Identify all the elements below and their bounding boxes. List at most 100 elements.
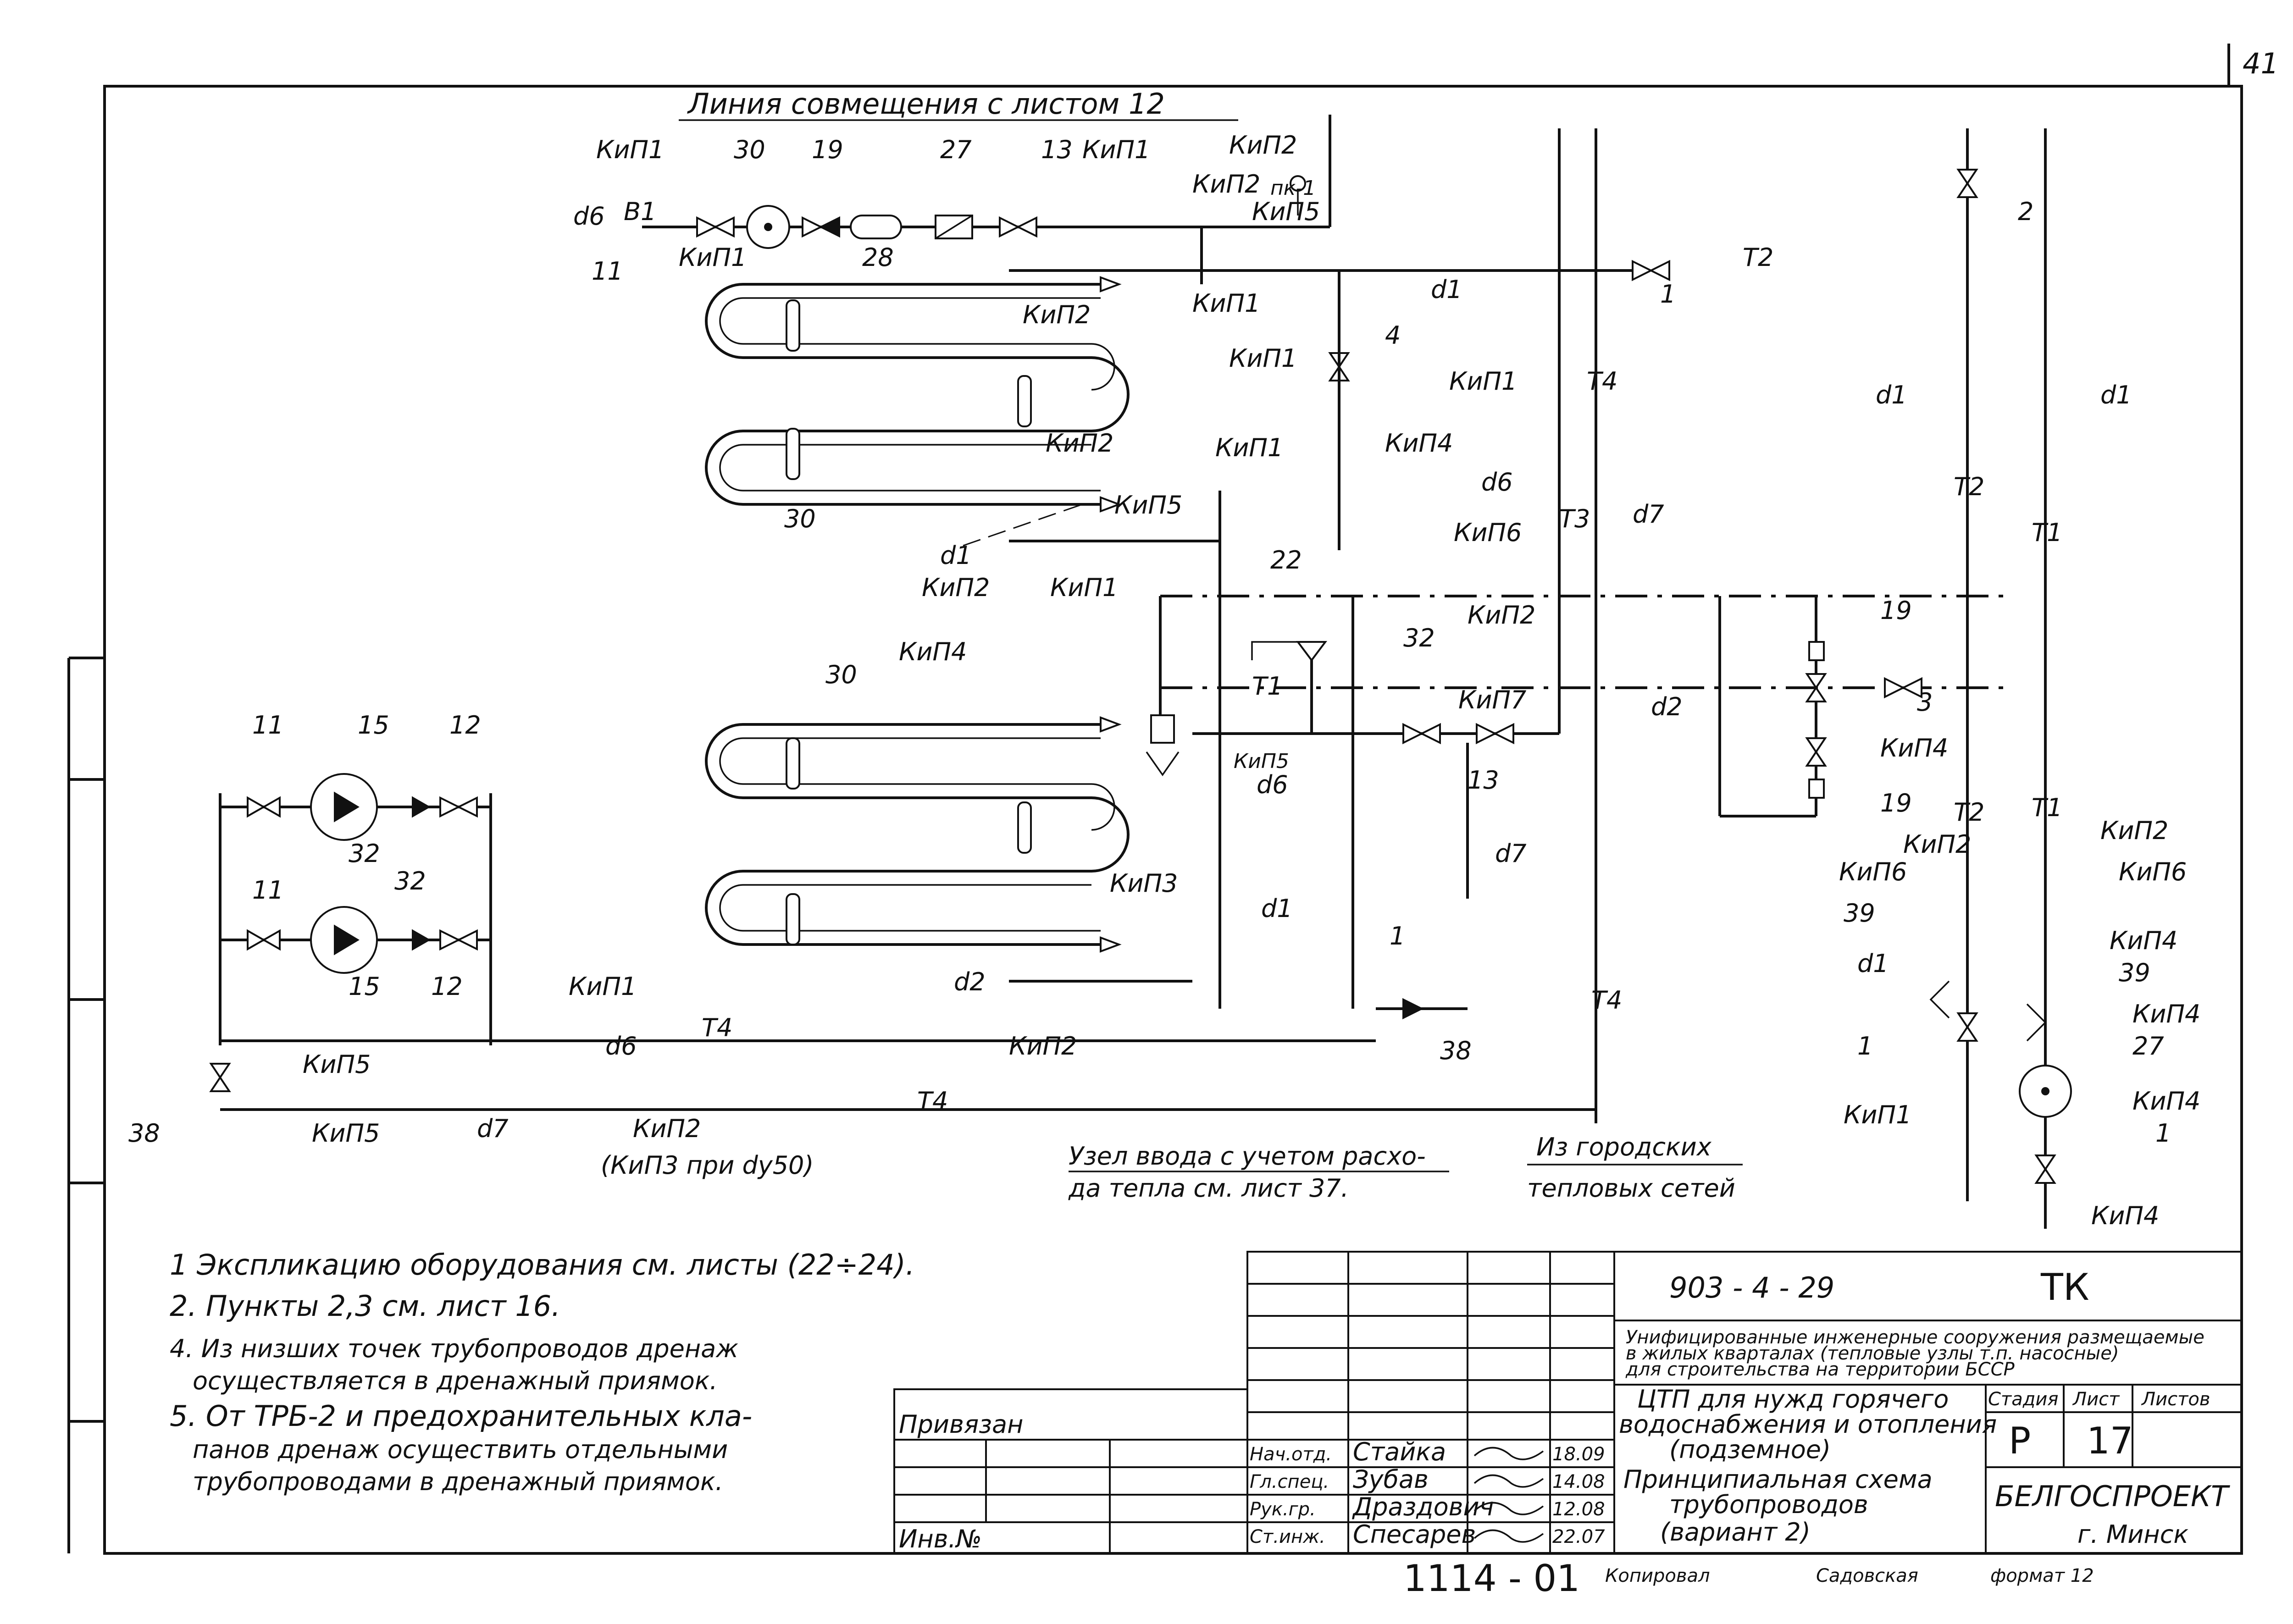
svg-text:формат 12: формат 12 <box>1990 1565 2094 1586</box>
signature-1 <box>1473 1447 1544 1460</box>
svg-text:1114 - 01: 1114 - 01 <box>1403 1557 1580 1600</box>
svg-text:T4: T4 <box>1587 367 1617 396</box>
svg-text:903 - 4 - 29: 903 - 4 - 29 <box>1669 1271 1834 1304</box>
svg-text:1: 1 <box>1660 280 1676 309</box>
svg-text:ЦТП для нужд горячего: ЦТП для нужд горячего <box>1637 1385 1949 1414</box>
signature-2 <box>1473 1474 1544 1488</box>
svg-text:d6: d6 <box>573 202 605 231</box>
svg-text:12: 12 <box>431 972 463 1001</box>
svg-text:Унифицированные инженерные соо: Унифицированные инженерные сооружения ра… <box>1626 1327 2204 1348</box>
pipe-labels: B1 d6 T2 d1 T4 d6 T3 d7 d1 d1 T2 T1 d1 T… <box>477 197 2132 1143</box>
svg-text:Зубав: Зубав <box>1353 1465 1429 1494</box>
svg-text:d1: d1 <box>2100 381 2132 409</box>
heat-exchanger-upper <box>705 227 1642 1009</box>
svg-text:КиП4: КиП4 <box>1880 734 1948 762</box>
svg-text:КиП4: КиП4 <box>2091 1201 2159 1230</box>
svg-text:КиП2: КиП2 <box>1009 1032 1077 1061</box>
svg-text:КиП1: КиП1 <box>1449 367 1517 396</box>
page-corner-number: 41 <box>2243 47 2279 80</box>
svg-text:трубопроводами в дренажный при: трубопроводами в дренажный приямок. <box>193 1467 723 1496</box>
svg-text:d1: d1 <box>1876 381 1907 409</box>
svg-text:2: 2 <box>2018 197 2033 226</box>
svg-text:Ст.инж.: Ст.инж. <box>1250 1526 1325 1547</box>
svg-text:d1: d1 <box>1261 894 1293 923</box>
svg-text:Драздович: Драздович <box>1352 1492 1494 1521</box>
svg-text:3: 3 <box>1917 688 1933 717</box>
svg-text:осуществляется в дренажный при: осуществляется в дренажный приямок. <box>193 1366 718 1395</box>
svg-text:КиП6: КиП6 <box>2119 857 2187 886</box>
svg-text:Инв.№: Инв.№ <box>899 1525 982 1553</box>
signature-3 <box>1473 1502 1544 1515</box>
title-block-text: 903 - 4 - 29 ТК Унифицированные инженерн… <box>899 1266 2230 1600</box>
svg-text:в жилых кварталах (тепловые уз: в жилых кварталах (тепловые узлы т.п. на… <box>1626 1343 2119 1364</box>
water-supply-main <box>642 115 1331 249</box>
filter-27-icon <box>850 215 902 239</box>
svg-text:1: 1 <box>1857 1032 1873 1061</box>
svg-text:d6: d6 <box>1257 770 1288 799</box>
svg-text:Садовская: Садовская <box>1816 1565 1918 1586</box>
svg-text:T1: T1 <box>1252 672 1283 701</box>
svg-text:11: 11 <box>592 257 623 286</box>
svg-text:1 Экспликацию оборудования см.: 1 Экспликацию оборудования см. листы (22… <box>170 1248 914 1282</box>
svg-text:(подземное): (подземное) <box>1669 1435 1831 1464</box>
svg-text:КиП1: КиП1 <box>1229 344 1297 373</box>
svg-text:Спесарев: Спесарев <box>1353 1520 1476 1549</box>
svg-text:38: 38 <box>1440 1036 1472 1065</box>
svg-text:Р: Р <box>2009 1420 2031 1462</box>
svg-text:г. Минск: г. Минск <box>2077 1520 2188 1549</box>
svg-text:1: 1 <box>2155 1119 2171 1148</box>
svg-text:B1: B1 <box>624 197 656 226</box>
svg-text:30: 30 <box>784 504 816 533</box>
svg-text:15: 15 <box>358 711 389 740</box>
svg-text:18.09: 18.09 <box>1552 1444 1605 1465</box>
svg-text:КиП1: КиП1 <box>1192 289 1260 318</box>
svg-text:КиП2: КиП2 <box>633 1114 701 1143</box>
pump-station <box>209 773 1596 1111</box>
svg-text:d1: d1 <box>940 541 972 570</box>
svg-text:КиП2: КиП2 <box>1903 830 1971 859</box>
svg-text:Из городских: Из городских <box>1536 1132 1712 1161</box>
svg-text:КиП2: КиП2 <box>922 573 990 602</box>
svg-text:32: 32 <box>349 839 380 868</box>
risers <box>1328 128 2072 1229</box>
svg-text:11: 11 <box>252 876 284 905</box>
svg-text:КиП6: КиП6 <box>1839 857 1907 886</box>
regulator-icon <box>1150 714 1175 744</box>
svg-text:T4: T4 <box>917 1087 948 1116</box>
svg-text:32: 32 <box>1403 624 1435 652</box>
svg-text:КиП2: КиП2 <box>1192 170 1260 199</box>
svg-text:39: 39 <box>1844 899 1875 928</box>
svg-text:T4: T4 <box>1591 986 1622 1015</box>
svg-text:КиП1: КиП1 <box>596 135 664 164</box>
svg-text:пк-1: пк-1 <box>1270 177 1316 200</box>
svg-text:38: 38 <box>128 1119 160 1148</box>
svg-text:27: 27 <box>940 135 972 164</box>
svg-text:да тепла см. лист 37.: да тепла см. лист 37. <box>1068 1174 1349 1203</box>
svg-text:Лист: Лист <box>2072 1389 2120 1410</box>
svg-text:19: 19 <box>1880 789 1912 818</box>
svg-text:(КиП3 при dу50): (КиП3 при dу50) <box>601 1151 814 1180</box>
svg-text:КиП3: КиП3 <box>1110 869 1178 898</box>
svg-text:4. Из низших точек трубопровод: 4. Из низших точек трубопроводов дренаж <box>170 1334 738 1363</box>
svg-text:КиП1: КиП1 <box>1844 1100 1911 1129</box>
svg-text:d1: d1 <box>1431 275 1462 304</box>
svg-text:1: 1 <box>1390 922 1405 950</box>
svg-text:ТК: ТК <box>2040 1266 2089 1309</box>
svg-text:КиП5: КиП5 <box>1234 750 1289 773</box>
heat-exchanger-lower <box>705 714 1192 983</box>
svg-text:трубопроводов: трубопроводов <box>1669 1490 1868 1519</box>
svg-text:КиП5: КиП5 <box>303 1050 371 1079</box>
svg-text:22: 22 <box>1270 546 1302 574</box>
svg-text:Привязан: Привязан <box>899 1410 1023 1439</box>
svg-text:4: 4 <box>1385 321 1401 350</box>
svg-text:Стайка: Стайка <box>1353 1437 1446 1466</box>
svg-text:КиП1: КиП1 <box>679 243 747 272</box>
svg-text:17: 17 <box>2087 1420 2133 1462</box>
svg-text:КиП5: КиП5 <box>312 1119 380 1148</box>
svg-text:КиП2: КиП2 <box>1229 131 1297 160</box>
position-labels: 11 30 19 27 13 28 2 1 4 30 22 30 32 13 1… <box>128 135 2171 1148</box>
svg-text:28: 28 <box>862 243 894 272</box>
svg-text:d2: d2 <box>1651 692 1683 721</box>
svg-text:T4: T4 <box>702 1013 732 1042</box>
svg-text:11: 11 <box>252 711 284 740</box>
